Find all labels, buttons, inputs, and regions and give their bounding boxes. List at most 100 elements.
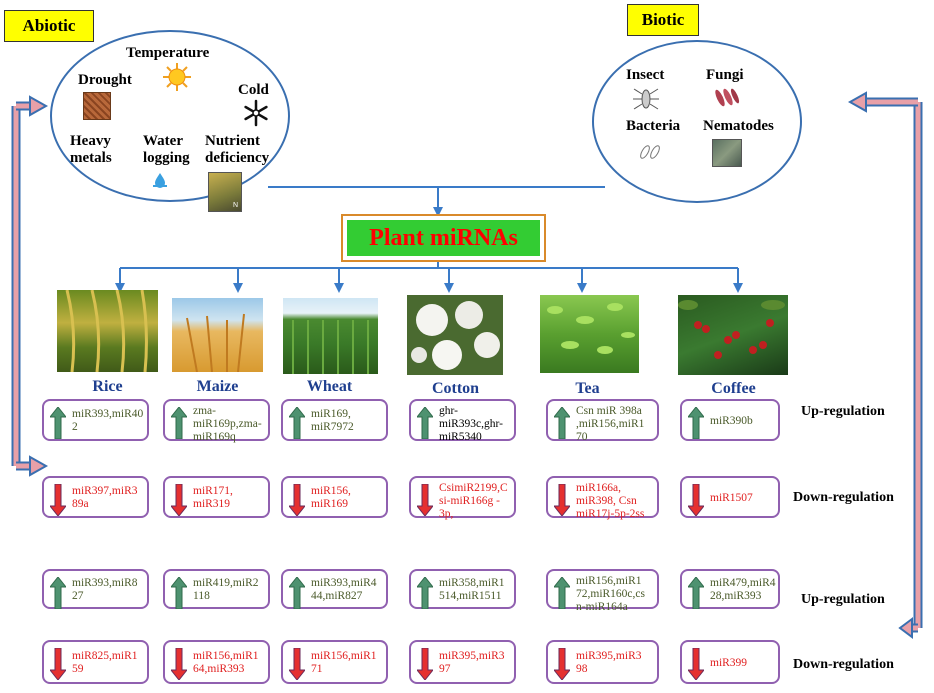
- up-arrow-icon: [50, 577, 66, 609]
- insect-label: Insect: [626, 67, 665, 83]
- mirna-list: ghr- miR393c,ghr- miR5340: [439, 405, 503, 443]
- up-regulation-box-wheat-1: miR169, miR7972: [281, 399, 388, 441]
- up-arrow-icon: [554, 407, 570, 439]
- down-regulation-box-maize-1: miR171, miR319: [163, 476, 270, 518]
- sun-icon: [163, 63, 191, 91]
- left-feedback-arrow: [11, 95, 49, 477]
- crop-label-cotton: Cotton: [431, 380, 480, 397]
- down-arrow-icon: [417, 648, 433, 680]
- up-arrow-icon: [554, 577, 570, 609]
- mirna-list: miR395,miR3 97: [439, 650, 505, 675]
- down-arrow-icon: [688, 648, 704, 680]
- down-regulation-box-tea-2: miR395,miR3 98: [546, 640, 659, 684]
- down-regulation-box-coffee-1: miR1507: [680, 476, 780, 518]
- down-arrow-icon: [171, 484, 187, 516]
- wheat-photo: [283, 298, 378, 374]
- nematodes-label: Nematodes: [703, 118, 774, 134]
- abiotic-tag: Abiotic: [4, 10, 94, 42]
- down-regulation-box-rice-1: miR397,miR3 89a: [42, 476, 149, 518]
- mirna-list: Csn miR 398a ,miR156,miR1 70: [576, 405, 645, 443]
- bacteria-label: Bacteria: [626, 118, 681, 134]
- up-arrow-icon: [289, 407, 305, 439]
- up-regulation-label-2: Up-regulation: [801, 592, 885, 607]
- up-arrow-icon: [417, 577, 433, 609]
- down-arrow-icon: [554, 648, 570, 680]
- up-regulation-box-coffee-2: miR479,miR4 28,miR393: [680, 569, 780, 609]
- cold-label: Cold: [238, 82, 269, 98]
- up-regulation-box-coffee-1: miR390b: [680, 399, 780, 441]
- mirna-list: miR419,miR2 118: [193, 577, 259, 602]
- mirna-list: CsimiR2199,C si-miR166g - 3p,: [439, 482, 508, 520]
- up-regulation-box-tea-1: Csn miR 398a ,miR156,miR1 70: [546, 399, 659, 443]
- down-arrow-icon: [50, 648, 66, 680]
- up-arrow-icon: [171, 407, 187, 439]
- crop-label-rice: Rice: [92, 378, 123, 395]
- mirna-list: miR156, miR169: [311, 485, 351, 510]
- down-regulation-box-wheat-1: miR156, miR169: [281, 476, 388, 518]
- insect-icon: [633, 88, 659, 110]
- mirna-list: miR393,miR40 2: [72, 408, 144, 433]
- plant-mirnas-title-text: Plant miRNAs: [347, 220, 540, 256]
- rice-photo: [57, 290, 158, 372]
- down-arrow-icon: [289, 648, 305, 680]
- nutrient-deficiency-image: N: [208, 172, 242, 212]
- mirna-list: miR166a, miR398, Csn miR17j-5p-2ss: [576, 482, 645, 520]
- up-regulation-box-rice-1: miR393,miR40 2: [42, 399, 149, 441]
- mirna-list: miR397,miR3 89a: [72, 485, 138, 510]
- bacteria-icon: [640, 145, 660, 159]
- mirna-list: miR156,miR1 64,miR393: [193, 650, 259, 675]
- crop-label-wheat: Wheat: [306, 378, 353, 395]
- down-arrow-icon: [289, 484, 305, 516]
- fungi-label: Fungi: [706, 67, 744, 83]
- down-regulation-box-rice-2: miR825,miR1 59: [42, 640, 149, 684]
- mirna-list: miR395,miR3 98: [576, 650, 642, 675]
- up-arrow-icon: [289, 577, 305, 609]
- down-arrow-icon: [554, 484, 570, 516]
- down-regulation-box-cotton-2: miR395,miR3 97: [409, 640, 516, 684]
- biotic-tag: Biotic: [627, 4, 699, 36]
- plant-mirnas-title: Plant miRNAs: [341, 214, 546, 262]
- down-arrow-icon: [417, 484, 433, 516]
- down-regulation-box-tea-1: miR166a, miR398, Csn miR17j-5p-2ss: [546, 476, 659, 520]
- cotton-photo: [407, 295, 503, 375]
- mirna-list: miR393,miR8 27: [72, 577, 138, 602]
- mirna-list: miR1507: [710, 491, 753, 504]
- mirna-list: miR156,miR1 72,miR160c,cs n-miR164a: [576, 575, 645, 613]
- temperature-label: Temperature: [126, 45, 210, 61]
- drought-label: Drought: [78, 72, 132, 88]
- down-regulation-box-wheat-2: miR156,miR1 71: [281, 640, 388, 684]
- mirna-list: zma- miR169p,zma- miR169q: [193, 405, 262, 443]
- up-arrow-icon: [50, 407, 66, 439]
- up-regulation-box-cotton-1: ghr- miR393c,ghr- miR5340: [409, 399, 516, 443]
- down-regulation-label-1: Down-regulation: [793, 490, 894, 505]
- up-arrow-icon: [417, 407, 433, 439]
- up-arrow-icon: [688, 577, 704, 609]
- up-regulation-box-tea-2: miR156,miR1 72,miR160c,cs n-miR164a: [546, 569, 659, 613]
- mirna-list: miR479,miR4 28,miR393: [710, 577, 776, 602]
- up-arrow-icon: [171, 577, 187, 609]
- water-drop-icon: [153, 173, 167, 188]
- mirna-list: miR399: [710, 656, 748, 669]
- down-regulation-box-coffee-2: miR399: [680, 640, 780, 684]
- mirna-list: miR156,miR1 71: [311, 650, 377, 675]
- mirna-list: miR393,miR4 44,miR827: [311, 577, 377, 602]
- up-regulation-box-cotton-2: miR358,miR1 514,miR1511: [409, 569, 516, 609]
- mirna-list: miR169, miR7972: [311, 408, 354, 433]
- down-regulation-box-maize-2: miR156,miR1 64,miR393: [163, 640, 270, 684]
- nematodes-image: [712, 139, 742, 167]
- down-arrow-icon: [688, 484, 704, 516]
- mirna-list: miR825,miR1 59: [72, 650, 138, 675]
- up-arrow-icon: [688, 407, 704, 439]
- maize-photo: [172, 298, 263, 372]
- coffee-photo: [678, 295, 788, 375]
- mirna-list: miR171, miR319: [193, 485, 233, 510]
- snowflake-icon: [244, 99, 268, 127]
- up-regulation-box-rice-2: miR393,miR8 27: [42, 569, 149, 609]
- down-arrow-icon: [171, 648, 187, 680]
- up-regulation-box-maize-1: zma- miR169p,zma- miR169q: [163, 399, 270, 443]
- up-regulation-label-1: Up-regulation: [801, 404, 885, 419]
